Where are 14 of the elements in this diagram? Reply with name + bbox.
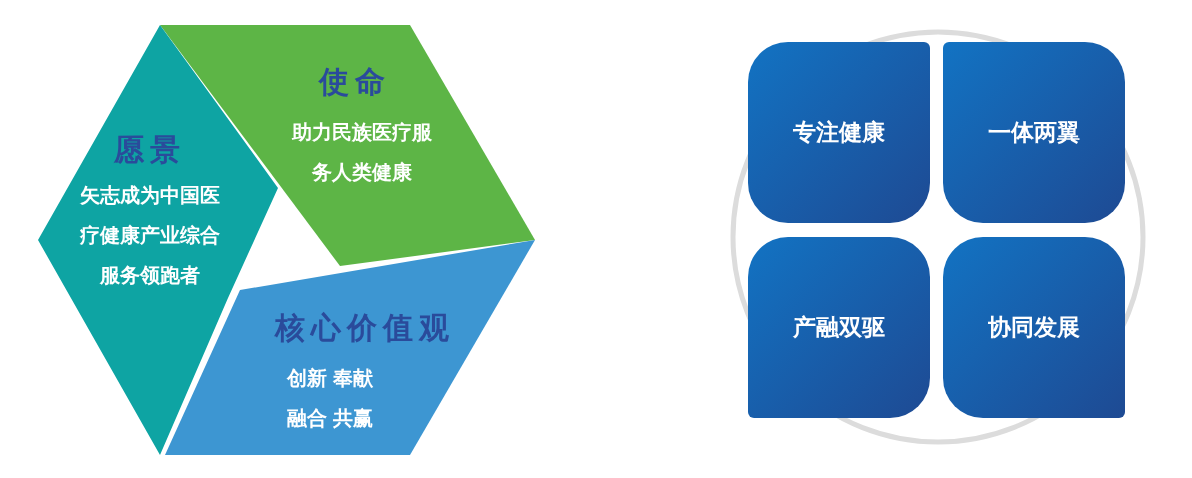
rounded-tile bbox=[943, 42, 1125, 223]
rounded-tile bbox=[943, 237, 1125, 418]
segment-text: 矢志成为中国医疗健康产业综合服务领跑者 bbox=[80, 182, 220, 289]
segment-text: 助力民族医疗服务人类健康 bbox=[292, 119, 432, 186]
segment-heading: 愿景 bbox=[113, 131, 187, 169]
tile-label: 专注健康 bbox=[793, 118, 885, 147]
segment-heading: 使命 bbox=[317, 63, 392, 101]
segment-text: 创新 奉献融合 共赢 bbox=[285, 365, 375, 432]
segment-heading: 核心价值观 bbox=[273, 309, 456, 347]
rounded-tile bbox=[748, 42, 930, 223]
tile-label: 一体两翼 bbox=[988, 118, 1080, 147]
rounded-tile bbox=[748, 237, 930, 418]
tile-label: 协同发展 bbox=[988, 313, 1080, 342]
tile-label: 产融双驱 bbox=[793, 313, 885, 342]
